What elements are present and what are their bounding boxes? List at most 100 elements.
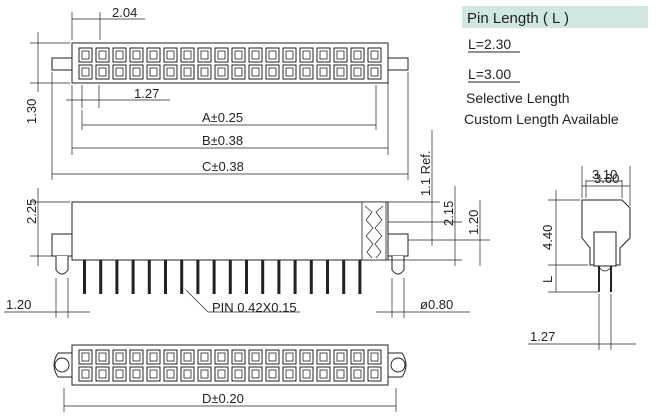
- contact-cell: [146, 64, 161, 80]
- bottom-view-left-hole: [54, 357, 70, 373]
- contact-cell: [231, 349, 246, 365]
- contact-cell-inner: [183, 67, 192, 77]
- contact-cell-inner: [166, 352, 175, 362]
- contact-cell-inner: [115, 369, 124, 379]
- contact-cell: [333, 366, 348, 382]
- contact-cell: [248, 47, 263, 63]
- contact-cell: [265, 47, 280, 63]
- side-view-pin: [180, 260, 184, 294]
- contact-cell-inner: [319, 369, 328, 379]
- note-selective: Selective Length: [466, 90, 570, 106]
- contact-cell-inner: [166, 67, 175, 77]
- contact-cell-inner: [183, 50, 192, 60]
- contact-cell: [265, 349, 280, 365]
- contact-cell: [214, 47, 229, 63]
- side-view-right-ear: [387, 233, 409, 257]
- contact-cell: [367, 349, 382, 365]
- contact-cell-inner: [353, 50, 362, 60]
- contact-cell: [95, 349, 110, 365]
- contact-cell: [265, 366, 280, 382]
- side-view-pin: [212, 260, 216, 294]
- contact-cell: [129, 349, 144, 365]
- dim-225: 2.25: [24, 199, 39, 224]
- contact-cell-inner: [217, 352, 226, 362]
- contact-cell-inner: [336, 67, 345, 77]
- contact-cell-inner: [217, 369, 226, 379]
- contact-cell-inner: [81, 369, 90, 379]
- contact-cell-inner: [115, 352, 124, 362]
- contact-cell: [180, 366, 195, 382]
- contact-cell: [112, 47, 127, 63]
- side-view-cutaway: [361, 201, 387, 261]
- bottom-view: [53, 344, 407, 386]
- contact-cell-inner: [217, 67, 226, 77]
- side-view-pin: [83, 260, 86, 294]
- contact-cell: [163, 366, 178, 382]
- side-view-pin: [358, 260, 362, 294]
- contact-cell: [248, 349, 263, 365]
- contact-cell: [214, 366, 229, 382]
- contact-cell: [282, 47, 297, 63]
- contact-cell-inner: [370, 352, 379, 362]
- contact-cell-inner: [353, 369, 362, 379]
- dim-d: D±0.20: [202, 391, 244, 406]
- contact-cell-inner: [98, 67, 107, 77]
- contact-cell-inner: [370, 369, 379, 379]
- contact-cell-inner: [166, 369, 175, 379]
- contact-cell-inner: [234, 67, 243, 77]
- contact-cell-inner: [353, 67, 362, 77]
- dim-hole: ø0.80: [420, 297, 453, 312]
- contact-cell: [282, 64, 297, 80]
- dim-b: B±0.38: [202, 133, 243, 148]
- contact-cell: [197, 366, 212, 382]
- contact-cell-inner: [336, 369, 345, 379]
- contact-cell-inner: [81, 67, 90, 77]
- contact-cell: [231, 47, 246, 63]
- side-view-pin: [131, 260, 135, 294]
- contact-cell: [129, 64, 144, 80]
- contact-cell-inner: [217, 50, 226, 60]
- contact-cell: [333, 47, 348, 63]
- dim-end-L: L: [540, 276, 555, 283]
- contact-cell: [299, 64, 314, 80]
- dim-end-440: 4.40: [540, 225, 555, 250]
- cutaway-contact-right: [374, 205, 384, 259]
- contact-cell-inner: [268, 352, 277, 362]
- side-view-pin: [164, 260, 167, 294]
- contact-cell-inner: [200, 352, 209, 362]
- contact-cell: [333, 349, 348, 365]
- side-view-pin: [115, 260, 119, 294]
- contact-cell-inner: [234, 50, 243, 60]
- option-l300: L=3.00: [468, 66, 511, 82]
- contact-cell: [265, 64, 280, 80]
- contact-cell: [367, 64, 382, 80]
- side-view-pin: [326, 260, 329, 294]
- side-view-pin: [228, 260, 232, 294]
- pin-callout: PIN 0.42X0.15: [212, 300, 297, 315]
- top-view-contact-grid: [78, 47, 382, 80]
- contact-cell-inner: [285, 67, 294, 77]
- dim-120-vertical: 1.20: [466, 210, 481, 235]
- side-view-pin: [196, 260, 200, 294]
- contact-cell-inner: [302, 67, 311, 77]
- contact-cell-inner: [234, 352, 243, 362]
- contact-cell: [350, 349, 365, 365]
- side-view-housing: [71, 201, 389, 261]
- contact-cell-inner: [98, 352, 107, 362]
- contact-cell: [231, 366, 246, 382]
- dim-end-310: 3.10: [592, 167, 617, 182]
- contact-cell-inner: [132, 50, 141, 60]
- contact-cell: [146, 349, 161, 365]
- dim-120-horizontal: 1.20: [6, 297, 31, 312]
- contact-cell-inner: [251, 67, 260, 77]
- side-view-pin: [277, 260, 281, 294]
- contact-cell: [333, 64, 348, 80]
- dim-c: C±0.38: [202, 159, 244, 174]
- contact-cell-inner: [268, 50, 277, 60]
- contact-cell-inner: [319, 67, 328, 77]
- contact-cell: [163, 349, 178, 365]
- contact-cell-inner: [81, 50, 90, 60]
- side-view-left-ear: [51, 233, 73, 257]
- top-view-left-ear: [51, 57, 73, 71]
